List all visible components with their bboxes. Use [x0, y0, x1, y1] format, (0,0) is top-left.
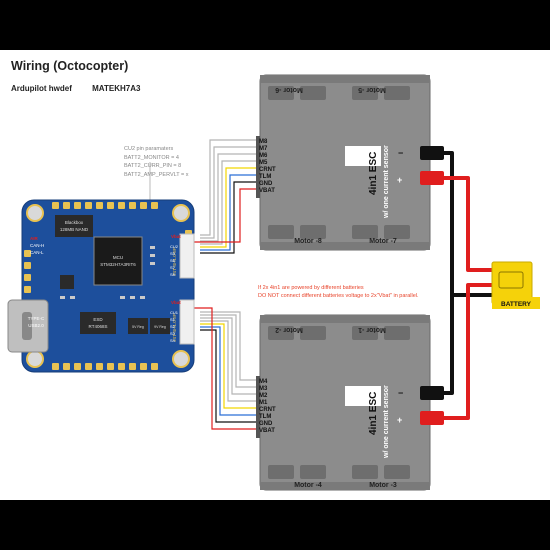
motor-label: Motor -5 — [358, 86, 386, 93]
minus-sign: − — [398, 388, 403, 398]
conn-label: JST-SH1.0-8P — [172, 313, 177, 342]
fc-pin-label: CU1 — [170, 310, 179, 315]
pin-label: M1 — [259, 400, 268, 406]
jst-connector-bottom — [179, 299, 195, 345]
can-l-label: CAN-L — [30, 250, 44, 255]
fc-pin-label: S4 — [170, 338, 176, 343]
pin-label: M2 — [259, 393, 268, 399]
esc-sublabel: w/ one current sensor — [383, 145, 390, 219]
esc-top-positive-terminal — [420, 171, 444, 185]
signal-wiring-top — [180, 139, 256, 254]
reg-label: 5V Reg — [132, 325, 144, 329]
page-title: Wiring (Octocopter) — [11, 59, 129, 73]
pin-label: M5 — [259, 160, 268, 166]
mcu-label: STM32H7A3RIT6 — [100, 262, 136, 267]
pin-label: M3 — [259, 386, 268, 392]
fc-pin-label: S7 — [170, 265, 176, 270]
mcu-label: MCU — [113, 255, 123, 260]
usb-label: USB2.0 — [28, 323, 44, 328]
pin-label: TLM — [259, 414, 271, 420]
conn-label: JST-SH1.0-8P — [172, 247, 177, 276]
air-label: AIR — [30, 236, 39, 241]
pin-label: CRNT — [259, 407, 276, 413]
signal-wiring-bottom — [180, 307, 256, 430]
board-label: MATEKH7A3 — [92, 84, 141, 93]
cu2-heading: CU2 pin paramaters — [124, 146, 174, 152]
reg2-label: 9V Reg — [154, 325, 166, 329]
plus-sign: + — [397, 175, 402, 185]
esd-label: ESD — [93, 317, 103, 322]
cu2-param-line: BATT2_CURR_PIN = 8 — [124, 163, 182, 169]
pin-label: M6 — [259, 153, 268, 159]
subtitle: Ardupilot hwdef MATEKH7A3 — [11, 84, 158, 93]
esc-sublabel: w/ one current sensor — [383, 385, 390, 459]
esc-top-negative-terminal — [420, 146, 444, 160]
motor-label: Motor -7 — [369, 238, 397, 245]
pin-label: M7 — [259, 146, 268, 152]
firmware-label: Ardupilot hwdef — [11, 84, 72, 93]
esc-label: 4in1 ESC — [368, 152, 379, 195]
fc-pin-label: S2 — [170, 324, 176, 329]
esc-bottom-pins: M4 M3 M2 M1 CRNT TLM GND VBAT — [259, 379, 276, 434]
esd-label: RT4068S — [89, 324, 108, 329]
fc-pin-label: S8 — [170, 272, 176, 277]
power-wiring — [444, 151, 494, 420]
pin-label: M4 — [259, 379, 268, 385]
battery: BATTERY — [491, 261, 540, 309]
cu2-param-line: BATT2_MONITOR = 4 — [124, 154, 179, 161]
warning-note: If 2x 4in1 are powered by different batt… — [258, 284, 419, 300]
fc-pin-label: S5 — [170, 251, 176, 256]
fc-pin-label: S3 — [170, 331, 176, 336]
usb-label: TYPE-C — [28, 316, 45, 321]
esc-bottom: Motor -2 Motor -1 Motor -4 Motor -3 4in1… — [256, 314, 444, 491]
pin-label: M8 — [259, 139, 268, 145]
wiring-diagram: Wiring (Octocopter) Ardupilot hwdef MATE… — [0, 50, 550, 500]
battery-label: BATTERY — [501, 301, 532, 308]
vbat-label: Vbat — [171, 300, 181, 305]
cu2-param-line: BATT2_AMP_PERVLT = x — [124, 171, 189, 178]
flash-label: 128MB NAND — [60, 227, 89, 232]
diagram-svg: Motor -6 Motor -5 Motor -8 Motor -7 4in1… — [7, 74, 540, 491]
plus-sign: + — [397, 415, 402, 425]
warning-line-1: If 2x 4in1 are powered by different batt… — [258, 285, 364, 291]
esc-top-pin-header — [256, 136, 260, 198]
pin-label: GND — [259, 421, 273, 427]
esc-label: 4in1 ESC — [368, 392, 379, 435]
motor-label: Motor -2 — [275, 326, 303, 333]
minus-sign: − — [398, 148, 403, 158]
pin-label: TLM — [259, 174, 271, 180]
fc-pin-label: S6 — [170, 258, 176, 263]
fc-pin-label: CU2 — [170, 244, 179, 249]
pin-label: CRNT — [259, 167, 276, 173]
cu2-params: CU2 pin paramaters BATT2_MONITOR = 4 BAT… — [124, 145, 189, 179]
motor-label: Motor -4 — [294, 482, 322, 489]
motor-label: Motor -6 — [275, 86, 303, 93]
esc-top-pins: M8 M7 M6 M5 CRNT TLM GND VBAT — [259, 139, 276, 194]
pin-label: VBAT — [259, 428, 275, 434]
vbat-label: Vbat — [171, 234, 181, 239]
motor-label: Motor -8 — [294, 238, 322, 245]
motor-label: Motor -3 — [369, 482, 397, 489]
flash-label: Blackbox — [65, 220, 84, 225]
pin-label: GND — [259, 181, 273, 187]
esc-top: Motor -6 Motor -5 Motor -8 Motor -7 4in1… — [256, 74, 444, 251]
fc-pin-label: S1 — [170, 317, 176, 322]
pin-label: VBAT — [259, 188, 275, 194]
can-h-label: CAN-H — [30, 243, 44, 248]
flight-controller: Blackbox 128MB NAND MCU STM32H7A3RIT6 ES… — [7, 199, 195, 373]
motor-label: Motor -1 — [358, 326, 386, 333]
jst-connector-top — [179, 233, 195, 279]
warning-line-2: DO NOT connect different batteries volta… — [258, 293, 419, 299]
esc-bottom-positive-terminal — [420, 411, 444, 425]
esc-bottom-negative-terminal — [420, 386, 444, 400]
